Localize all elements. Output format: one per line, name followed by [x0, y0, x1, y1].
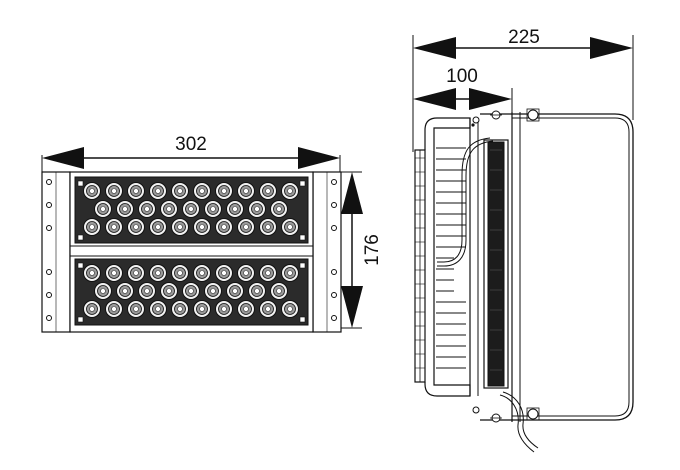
led-lens — [237, 218, 255, 236]
led-lens — [215, 218, 233, 236]
dimension-label-225: 225 — [508, 27, 540, 48]
led-lens — [237, 300, 255, 318]
led-lens — [171, 264, 189, 282]
led-lens — [193, 264, 211, 282]
bolt-top-left — [490, 110, 502, 120]
led-lens — [116, 200, 134, 218]
led-lens — [281, 218, 299, 236]
bolt-top-right — [526, 108, 540, 122]
led-lens — [204, 282, 222, 300]
led-lens — [259, 300, 277, 318]
led-lens — [105, 300, 123, 318]
led-lens — [83, 182, 101, 200]
led-lens — [281, 182, 299, 200]
led-lens — [182, 282, 200, 300]
led-lens — [259, 264, 277, 282]
panel-clip — [299, 316, 306, 323]
led-lens — [171, 218, 189, 236]
led-lens — [270, 200, 288, 218]
dimension-height-176: 176 — [323, 171, 383, 329]
led-lens — [83, 300, 101, 318]
right-bracket — [312, 171, 342, 333]
led-lens — [193, 218, 211, 236]
led-lens — [226, 282, 244, 300]
bolt-bottom-right — [526, 407, 540, 421]
led-lens — [171, 300, 189, 318]
led-lens — [281, 300, 299, 318]
led-array-bottom — [77, 262, 306, 323]
panel-clip — [77, 316, 84, 323]
lens-plate-ticks — [415, 157, 425, 369]
led-lens — [127, 218, 145, 236]
led-lens — [160, 200, 178, 218]
led-lens — [138, 282, 156, 300]
led-lens — [149, 182, 167, 200]
panel-clip — [299, 234, 306, 241]
power-cable — [499, 394, 535, 453]
panel-clip — [299, 262, 306, 269]
led-lens — [105, 182, 123, 200]
led-lens — [127, 300, 145, 318]
led-lens — [94, 282, 112, 300]
led-lens — [215, 182, 233, 200]
led-lens — [149, 218, 167, 236]
led-lens — [83, 218, 101, 236]
led-lens — [138, 200, 156, 218]
led-lens — [149, 264, 167, 282]
led-lens — [259, 218, 277, 236]
side-housing — [424, 117, 471, 397]
panel-clip — [77, 234, 84, 241]
led-lens — [182, 200, 200, 218]
dimension-label-176: 176 — [362, 234, 383, 266]
led-lens — [215, 300, 233, 318]
led-lens — [127, 182, 145, 200]
led-lens — [171, 182, 189, 200]
dimension-offset-100: 100 — [413, 66, 513, 115]
led-lens — [127, 264, 145, 282]
u-bracket — [480, 113, 634, 421]
panel-clip — [299, 180, 306, 187]
led-lens — [281, 264, 299, 282]
led-lens — [237, 264, 255, 282]
led-lens — [116, 282, 134, 300]
led-lens — [204, 200, 222, 218]
led-lens — [94, 200, 112, 218]
led-lens — [215, 264, 233, 282]
bolt-bottom-left — [490, 413, 502, 423]
panel-clip — [77, 262, 84, 269]
front-view: 302 176 — [41, 134, 383, 333]
panel-clip — [77, 180, 84, 187]
led-lens — [105, 218, 123, 236]
led-lens — [248, 282, 266, 300]
led-lens — [259, 182, 277, 200]
internal-cable — [437, 137, 491, 263]
side-view: 225 100 — [412, 27, 634, 453]
led-lens — [149, 300, 167, 318]
driver-box — [483, 139, 509, 389]
dimension-depth-225: 225 — [412, 27, 634, 152]
left-bracket — [41, 171, 71, 333]
led-lens — [237, 182, 255, 200]
led-lens — [193, 182, 211, 200]
led-lens — [270, 282, 288, 300]
led-lens — [248, 200, 266, 218]
led-lens — [105, 264, 123, 282]
led-array-top — [77, 180, 306, 241]
dimension-label-302: 302 — [175, 134, 207, 155]
led-lens — [160, 282, 178, 300]
dimension-label-100: 100 — [446, 66, 478, 87]
led-lens — [226, 200, 244, 218]
led-lens — [193, 300, 211, 318]
led-lens — [83, 264, 101, 282]
dimension-width-302: 302 — [41, 134, 341, 172]
